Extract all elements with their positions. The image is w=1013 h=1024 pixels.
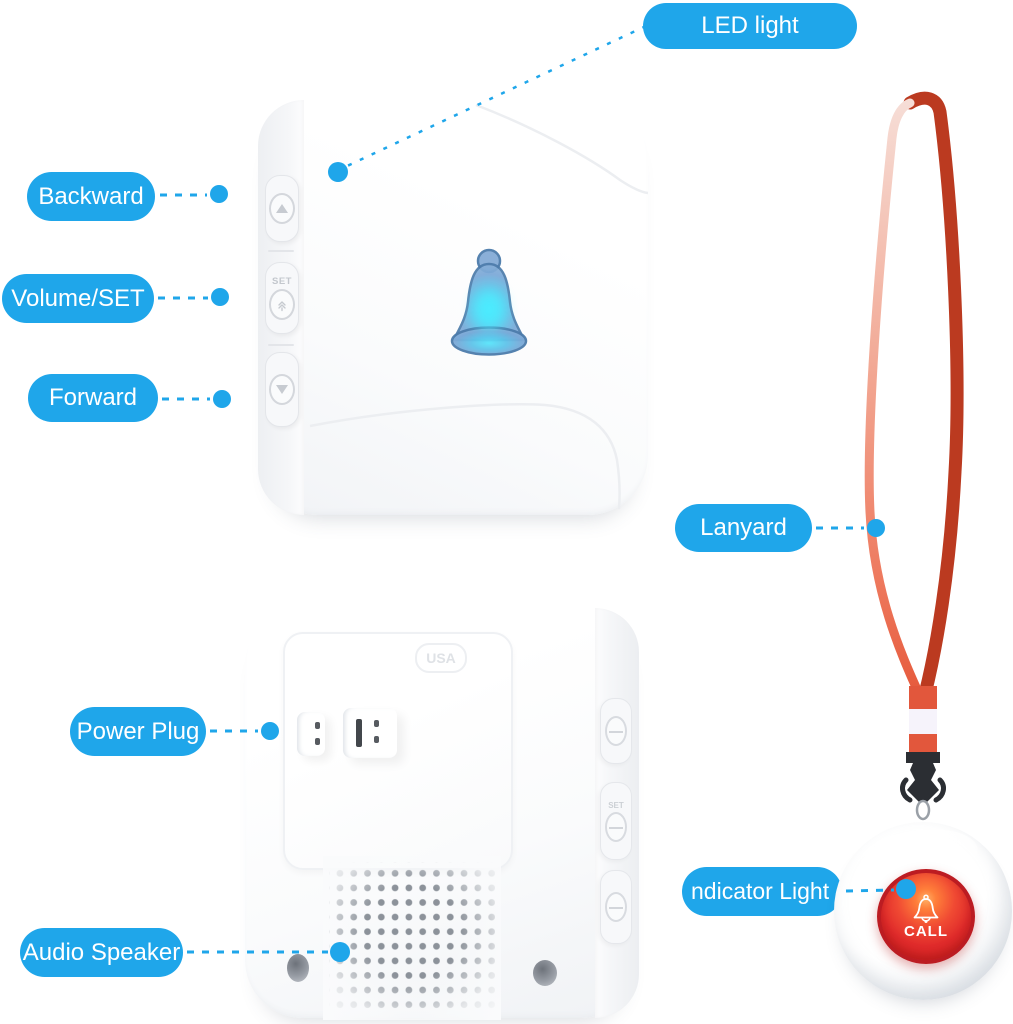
- doorbell-receiver-back: SET USA: [245, 608, 639, 1020]
- callout-audio-speaker: Audio Speaker: [20, 928, 183, 977]
- back-side-face: SET: [595, 608, 639, 1018]
- callout-led-light: LED light: [643, 3, 857, 49]
- forward-button[interactable]: [265, 352, 299, 427]
- chime-side-face: SET: [258, 100, 304, 515]
- led-bell-icon: [450, 248, 528, 356]
- prong-slot: [315, 738, 320, 745]
- forward-arrow-icon: [269, 374, 295, 405]
- callout-forward: Forward: [28, 374, 158, 422]
- call-pendant-device: CALL: [834, 822, 1012, 1000]
- callout-dot-forward: [213, 390, 231, 408]
- volume-icon: [269, 289, 295, 320]
- set-marking-small: SET: [608, 800, 624, 810]
- callout-lanyard: Lanyard: [675, 504, 812, 552]
- button-separator: [268, 250, 294, 252]
- lanyard-end: [909, 686, 937, 710]
- side-button-icon: [605, 716, 627, 746]
- lanyard-right-strand: [903, 91, 964, 701]
- prong-slot: [374, 720, 379, 727]
- call-button[interactable]: CALL: [877, 869, 975, 964]
- callout-volume-set: Volume/SET: [2, 274, 154, 323]
- speaker-grille: [323, 856, 501, 1020]
- screw-hole-left: [287, 954, 309, 982]
- volume-set-button[interactable]: SET: [265, 262, 299, 334]
- call-marking: CALL: [904, 922, 948, 940]
- plug-prong-left: [297, 712, 325, 756]
- prong-slot: [356, 719, 362, 747]
- callout-indicator-light: ndicator Light: [682, 867, 842, 916]
- backward-arrow-icon: [269, 193, 295, 224]
- side-button-set[interactable]: SET: [600, 782, 632, 860]
- side-button-bottom[interactable]: [600, 870, 632, 944]
- backward-button[interactable]: [265, 175, 299, 242]
- lanyard-ring: [915, 799, 931, 821]
- lanyard-strap: [864, 91, 964, 821]
- doorbell-receiver-front: SET: [258, 100, 648, 515]
- lanyard-clip: [906, 752, 940, 802]
- side-button-top[interactable]: [600, 698, 632, 764]
- callout-dot-backward: [210, 185, 228, 203]
- lanyard-end: [909, 734, 937, 753]
- lanyard-left-strand: [864, 98, 924, 699]
- usa-marking: USA: [415, 643, 467, 673]
- set-marking: SET: [272, 276, 292, 287]
- callout-power-plug: Power Plug: [70, 707, 206, 756]
- side-button-icon: [605, 892, 627, 922]
- callout-dot-volume: [211, 288, 229, 306]
- call-bell-icon: [913, 893, 939, 923]
- plug-prong-right: [343, 708, 397, 758]
- callout-backward: Backward: [27, 172, 155, 221]
- prong-slot: [374, 736, 379, 743]
- power-plug-plate: USA: [283, 632, 513, 870]
- lanyard-white-band: [909, 709, 937, 735]
- side-button-icon: [605, 811, 627, 842]
- screw-hole-right: [533, 960, 557, 986]
- prong-slot: [315, 722, 320, 729]
- button-separator: [268, 344, 294, 346]
- lanyard-clip-hooks: [900, 777, 946, 803]
